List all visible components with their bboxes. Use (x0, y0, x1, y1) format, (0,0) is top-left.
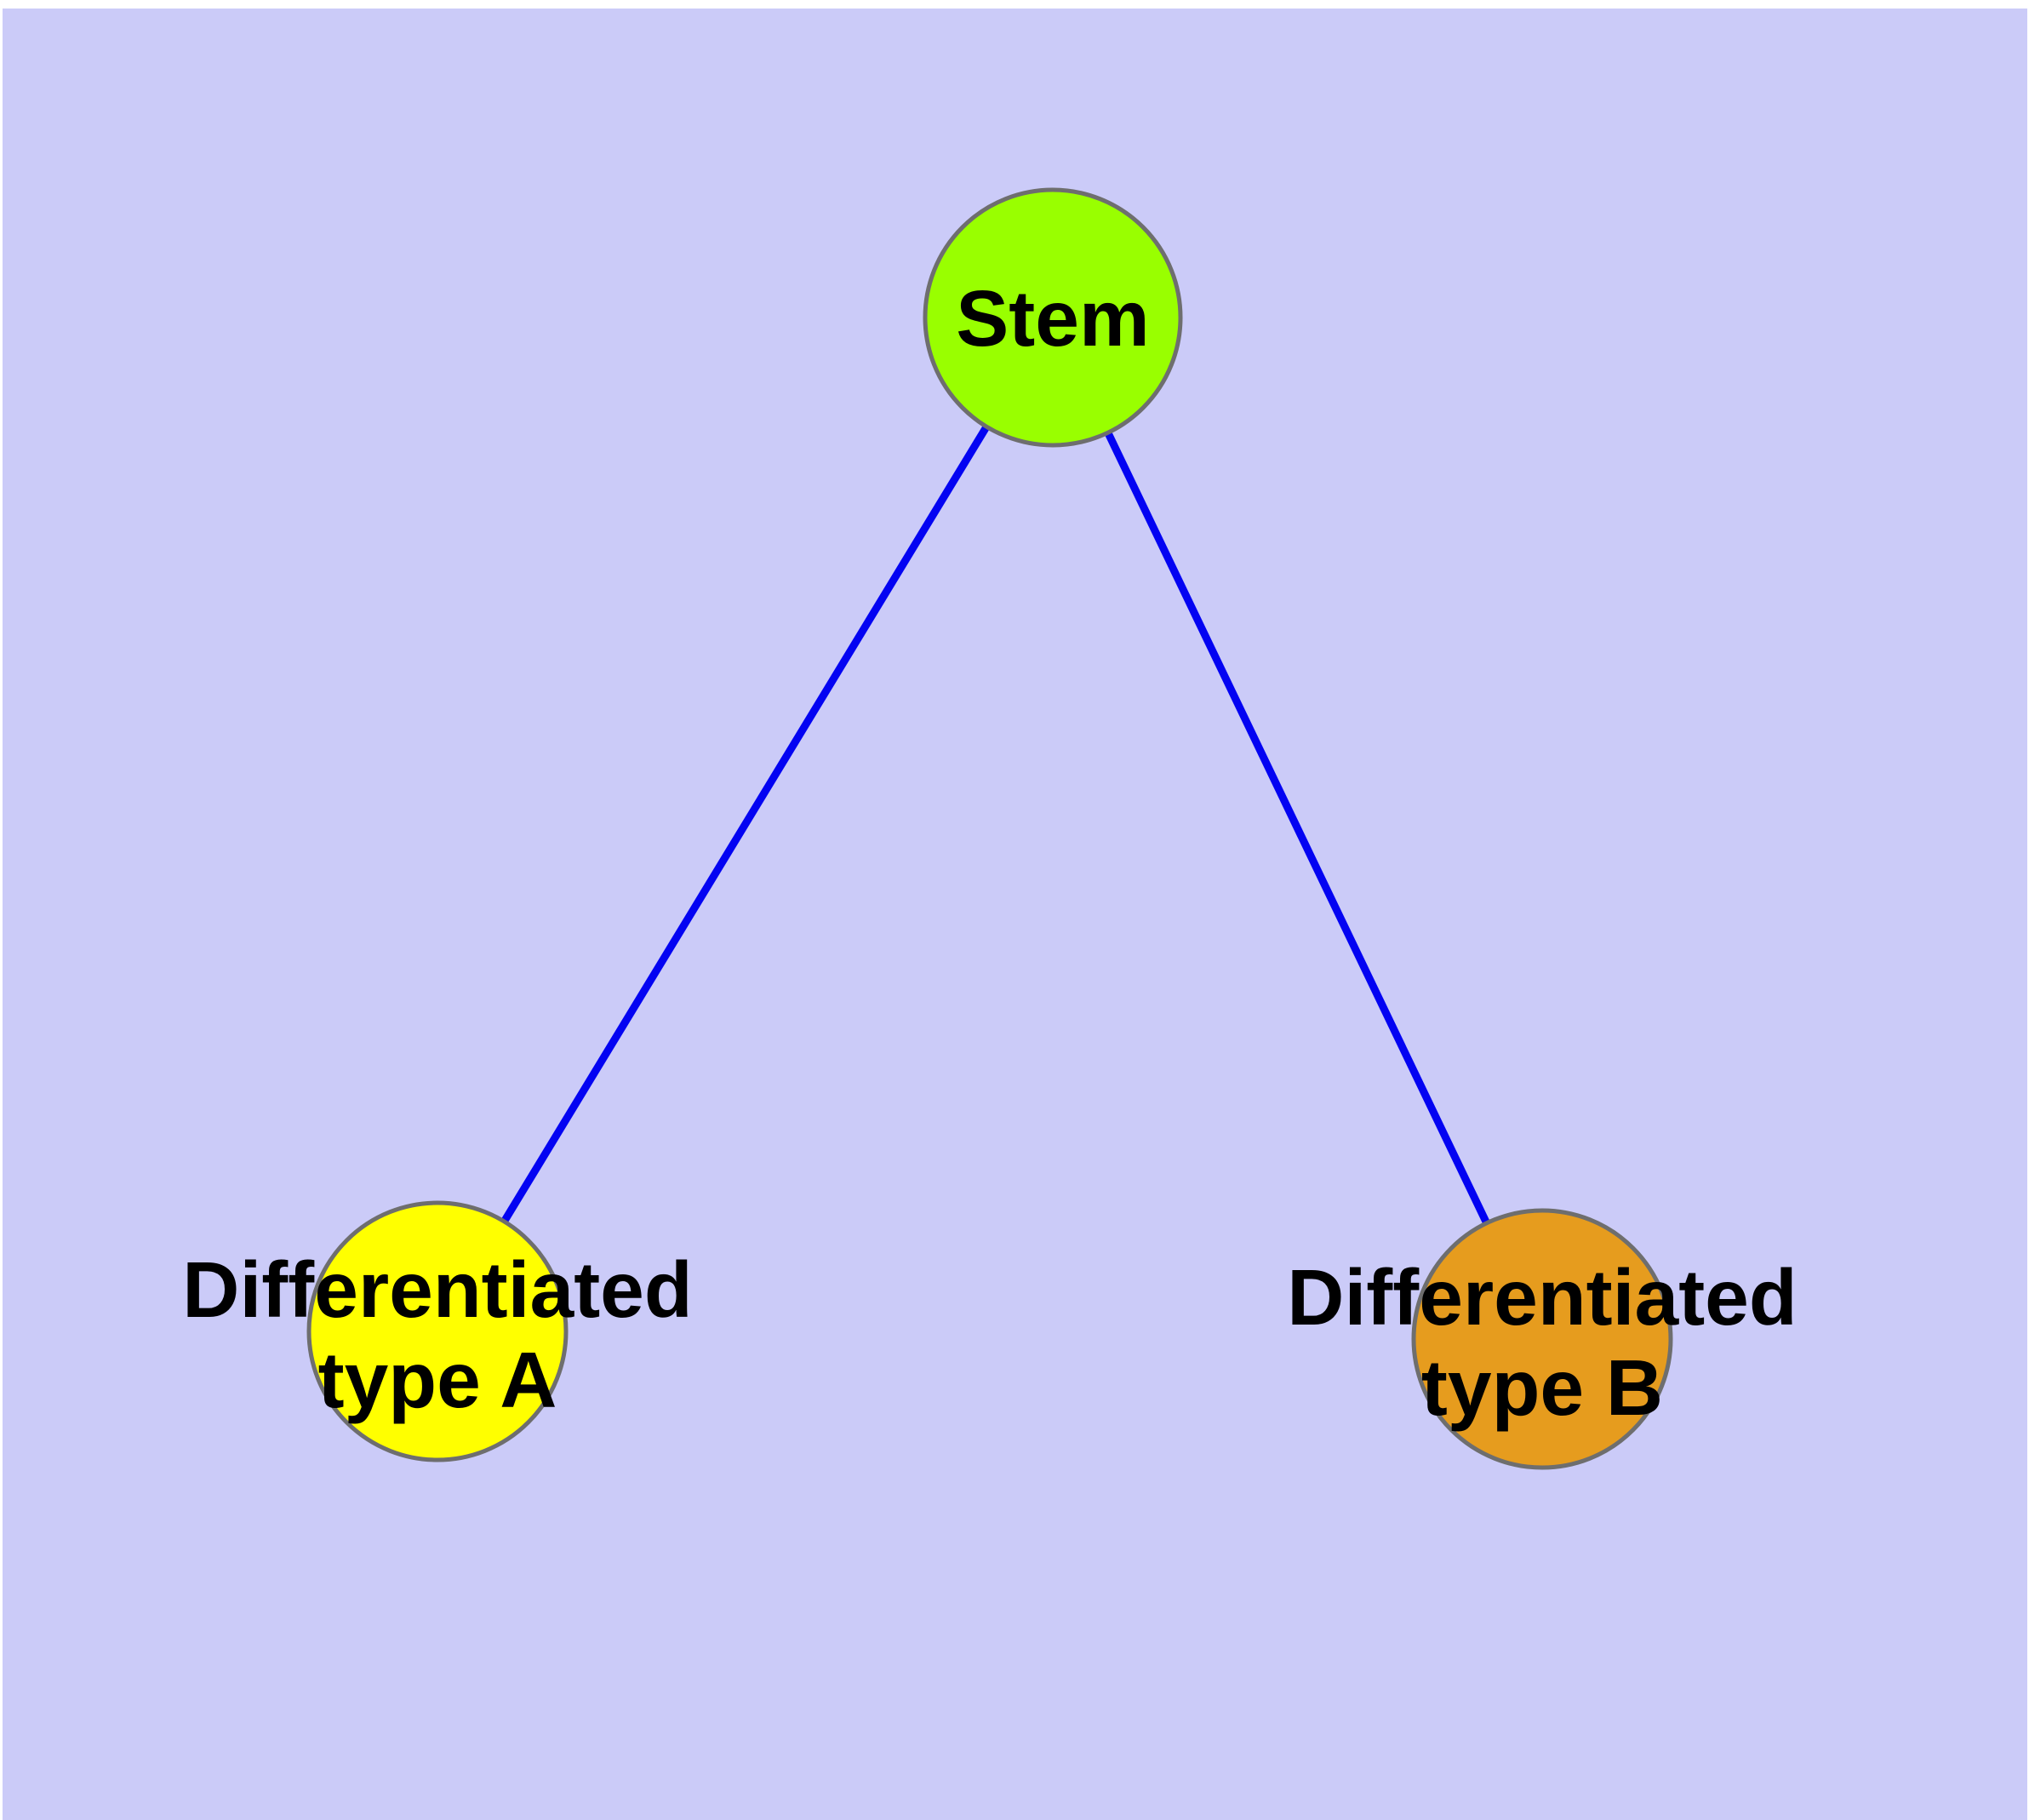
node-type-b-label-line1: Differentiated (1287, 1253, 1797, 1342)
node-type-a-label-line1: Differentiated (182, 1245, 692, 1334)
node-type-a (306, 1200, 569, 1462)
edge-stem-to-type-a (434, 315, 1056, 1334)
node-type-b-label-line2: type B (1421, 1343, 1663, 1432)
node-type-a-label-line2: type A (318, 1336, 557, 1424)
node-stem-label: Stem (956, 274, 1149, 363)
node-stem (923, 187, 1183, 448)
edge-stem-to-type-b (1049, 316, 1546, 1341)
node-type-b (1411, 1208, 1673, 1470)
